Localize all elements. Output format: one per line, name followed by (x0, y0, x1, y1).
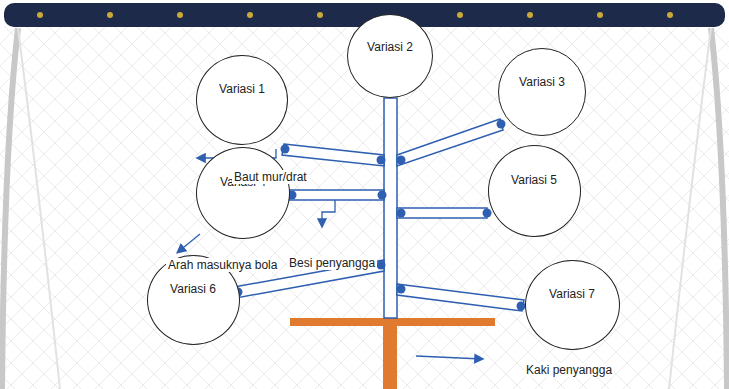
variation-label: Variasi 7 (526, 287, 619, 301)
variation-circle: Variasi 2 (347, 14, 433, 98)
part-label: Besi penyangga (287, 256, 377, 270)
variation-circle: Variasi 4 (196, 147, 290, 239)
part-label: Baut mur/drat (232, 170, 309, 184)
variation-label: Variasi 5 (489, 173, 580, 187)
variation-circle: Variasi 1 (196, 55, 288, 145)
part-label: Arah masuknya bola (166, 258, 279, 272)
variation-circle: Variasi 3 (498, 48, 586, 136)
variation-label: Variasi 3 (499, 75, 585, 89)
variation-circle: Variasi 5 (488, 145, 581, 237)
part-label: Kaki penyangga (524, 363, 614, 377)
variation-label: Variasi 1 (197, 82, 287, 96)
variation-label: Variasi 6 (148, 282, 239, 296)
variation-circle: Variasi 7 (525, 260, 620, 350)
variation-label: Variasi 2 (348, 40, 432, 54)
